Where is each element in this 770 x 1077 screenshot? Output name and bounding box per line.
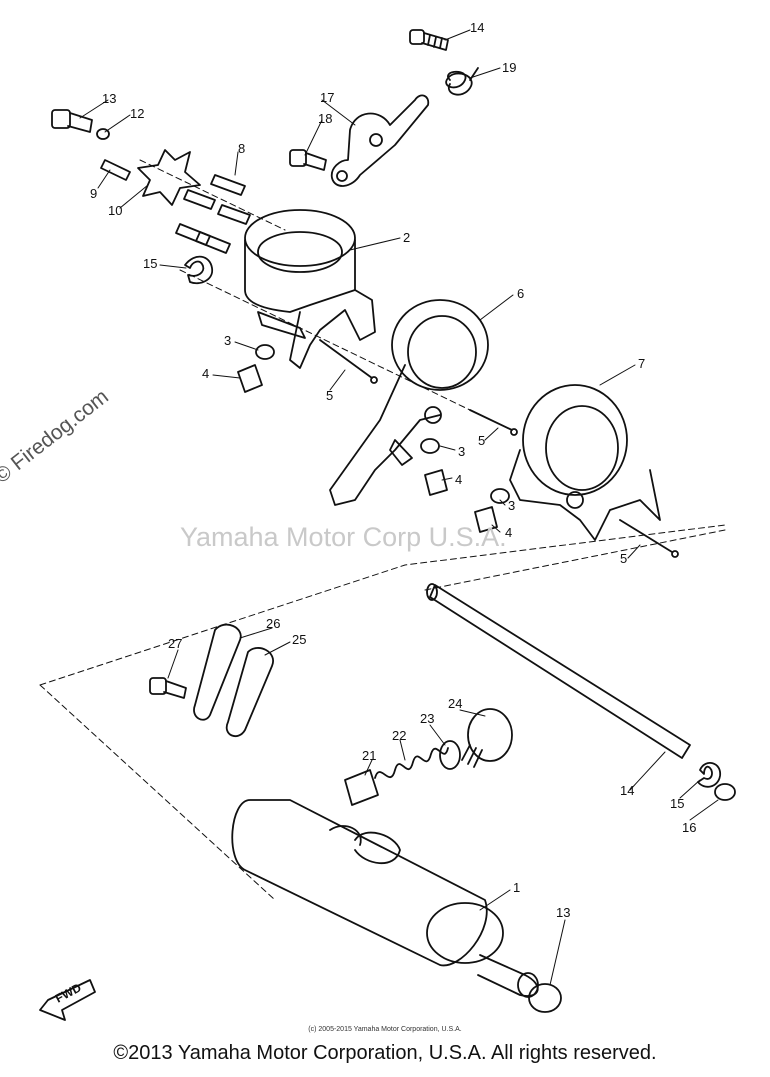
callout-4-b: 4	[455, 472, 462, 487]
callout-17: 17	[320, 90, 334, 105]
callout-13: 13	[556, 905, 570, 920]
callout-25: 25	[292, 632, 306, 647]
footer-copyright: ©2013 Yamaha Motor Corporation, U.S.A. A…	[113, 1042, 657, 1064]
callout-23: 23	[420, 711, 434, 726]
small-copyright: (c) 2005-2015 Yamaha Motor Corporation, …	[308, 1026, 462, 1033]
part-3-rollers	[255, 344, 510, 504]
callout-2: 2	[403, 230, 410, 245]
part-16-cap	[714, 783, 736, 801]
callout-3-b: 3	[458, 444, 465, 459]
part-19-spring	[445, 67, 479, 96]
part-21-plunger	[344, 769, 379, 806]
part-7-shift-fork	[509, 384, 661, 541]
part-22-spring	[374, 747, 449, 779]
callout-8: 8	[238, 141, 245, 156]
callout-5-b: 5	[478, 433, 485, 448]
callout-16: 16	[682, 820, 696, 835]
callout-1: 1	[513, 880, 520, 895]
callout-22: 22	[392, 728, 406, 743]
callout-26: 26	[266, 616, 280, 631]
yamaha-watermark: Yamaha Motor Corp U.S.A.	[180, 522, 507, 552]
part-20-bolt	[409, 29, 449, 51]
part-10-star-plate	[137, 149, 201, 206]
part-25-bracket	[225, 647, 274, 738]
callout-3-a: 3	[224, 333, 231, 348]
callout-5-a: 5	[326, 388, 333, 403]
callout-21: 21	[362, 748, 376, 763]
part-23-washer	[439, 740, 461, 770]
part-4-guide-pins	[237, 364, 498, 533]
part-2-shift-fork	[244, 209, 376, 369]
part-15-clip-upper	[184, 255, 213, 285]
callout-5-c: 5	[620, 551, 627, 566]
part-14-fork-shaft	[426, 583, 691, 759]
part-24-plug	[461, 708, 513, 768]
callout-3-c: 3	[508, 498, 515, 513]
fwd-label: FWD	[53, 980, 84, 1005]
part-26-plate	[193, 623, 242, 721]
part-17-stopper-lever	[330, 94, 430, 187]
callout-24: 24	[448, 696, 462, 711]
part-13-cap	[528, 983, 562, 1013]
part-1-shift-drum	[231, 799, 539, 998]
callout-11: 12	[130, 106, 144, 121]
callout-numbers: 14 19 17 18 13 12 9 10 8 15 2 6 7 3 4 5 …	[90, 20, 696, 920]
callout-4-a: 4	[202, 366, 209, 381]
part-11-washer	[96, 128, 110, 140]
callout-7: 7	[638, 356, 645, 371]
callout-18: 18	[318, 111, 332, 126]
fwd-arrow	[39, 979, 96, 1021]
callout-19: 19	[502, 60, 516, 75]
callout-14: 14	[620, 783, 634, 798]
part-9-pin	[100, 159, 131, 181]
callout-4-c: 4	[505, 525, 512, 540]
part-18-bolt	[289, 149, 327, 171]
part-27-bolt	[149, 677, 187, 699]
part-12-bolt	[51, 109, 93, 133]
part-6-shift-fork	[329, 299, 489, 506]
part-15-clip-lower	[697, 762, 721, 788]
leader-lines	[79, 29, 719, 986]
part-8-pins	[175, 174, 251, 254]
callout-12: 13	[102, 91, 116, 106]
callout-15-upper: 15	[143, 256, 157, 271]
callout-6: 6	[517, 286, 524, 301]
callout-15-lower: 15	[670, 796, 684, 811]
callout-20: 14	[470, 20, 484, 35]
part-5-cotter-pins	[319, 339, 679, 558]
callout-10: 10	[108, 203, 122, 218]
callout-9: 9	[90, 186, 97, 201]
callout-27: 27	[168, 636, 182, 651]
